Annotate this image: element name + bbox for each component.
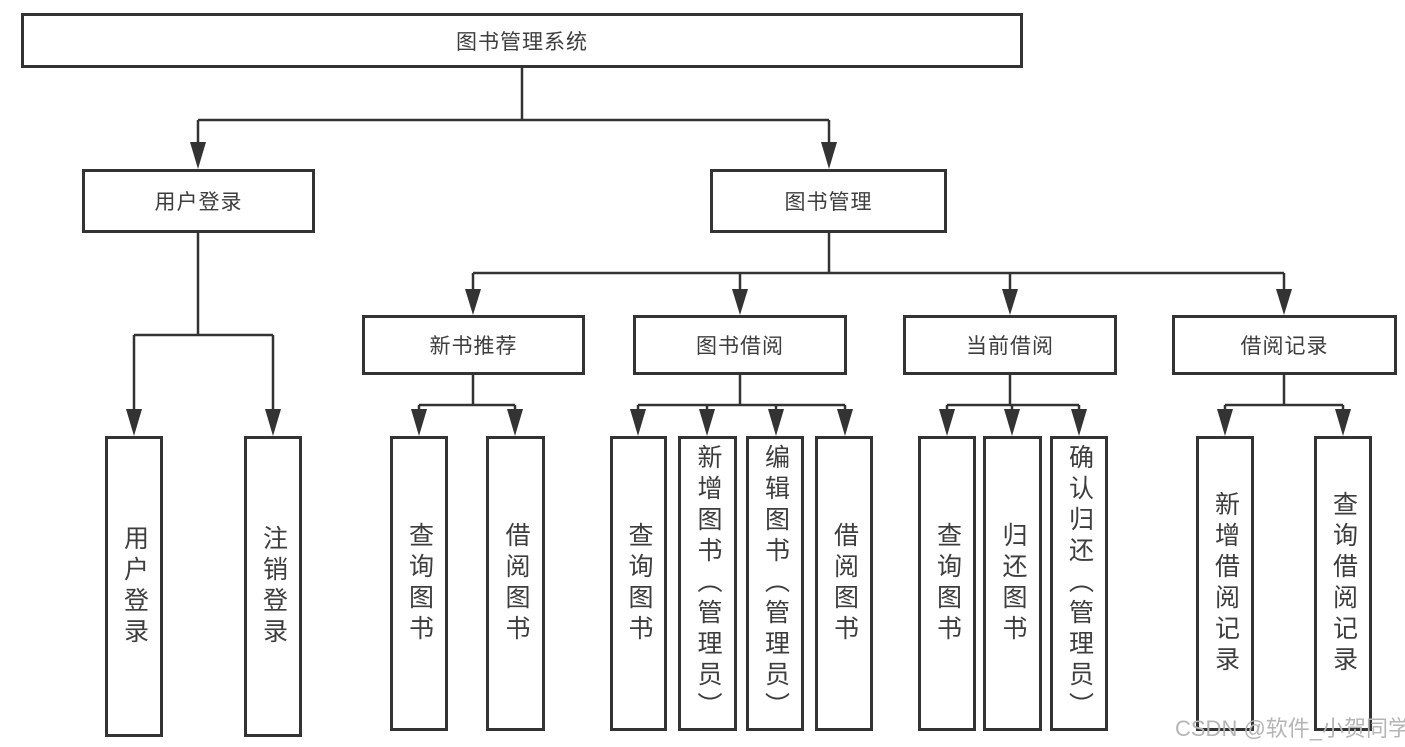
node-current-borrow: 当前借阅 — [903, 315, 1117, 375]
leaf-label: 用户登录 — [120, 524, 149, 649]
leaf-record-add-record: 新增借阅记录 — [1196, 436, 1254, 731]
leaf-label: 编辑图书（管理员） — [761, 444, 790, 723]
leaf-borrow-query-books: 查询图书 — [610, 436, 667, 731]
arrowheads — [126, 142, 1351, 436]
node-borrow-record: 借阅记录 — [1172, 315, 1397, 375]
csdn-watermark: CSDN @软件_小贺同学 — [1175, 716, 1405, 741]
leaf-current-query-books: 查询图书 — [918, 436, 976, 731]
leaf-label: 注销登录 — [259, 524, 288, 649]
leaf-newbook-borrow-books: 借阅图书 — [486, 436, 545, 731]
leaf-label: 查询图书 — [625, 521, 653, 646]
leaf-borrow-edit-books-admin: 编辑图书（管理员） — [746, 436, 804, 731]
leaf-logout: 注销登录 — [244, 436, 302, 737]
node-new-book-recommend: 新书推荐 — [362, 315, 585, 375]
leaf-newbook-query-books: 查询图书 — [390, 436, 448, 731]
node-library-system: 图书管理系统 — [21, 13, 1023, 68]
leaf-label: 新增图书（管理员） — [694, 444, 722, 723]
leaf-label: 查询借阅记录 — [1329, 490, 1358, 677]
leaf-record-query-record: 查询借阅记录 — [1314, 436, 1372, 731]
node-user-login: 用户登录 — [82, 169, 315, 233]
leaf-current-confirm-return-admin: 确认归还（管理员） — [1050, 436, 1108, 731]
leaf-borrow-borrow-books: 借阅图书 — [815, 436, 873, 731]
leaf-user-login: 用户登录 — [105, 436, 163, 737]
leaf-label: 查询图书 — [405, 521, 434, 646]
node-book-management: 图书管理 — [710, 169, 947, 233]
leaf-label: 借阅图书 — [830, 521, 859, 646]
node-book-borrow: 图书借阅 — [633, 315, 847, 375]
leaf-borrow-add-books-admin: 新增图书（管理员） — [678, 436, 737, 731]
leaf-label: 查询图书 — [933, 521, 962, 646]
leaf-label: 新增借阅记录 — [1211, 490, 1240, 677]
leaf-label: 确认归还（管理员） — [1065, 444, 1094, 723]
leaf-label: 借阅图书 — [502, 521, 530, 646]
leaf-current-return-books: 归还图书 — [983, 436, 1042, 731]
leaf-label: 归还图书 — [999, 521, 1027, 646]
